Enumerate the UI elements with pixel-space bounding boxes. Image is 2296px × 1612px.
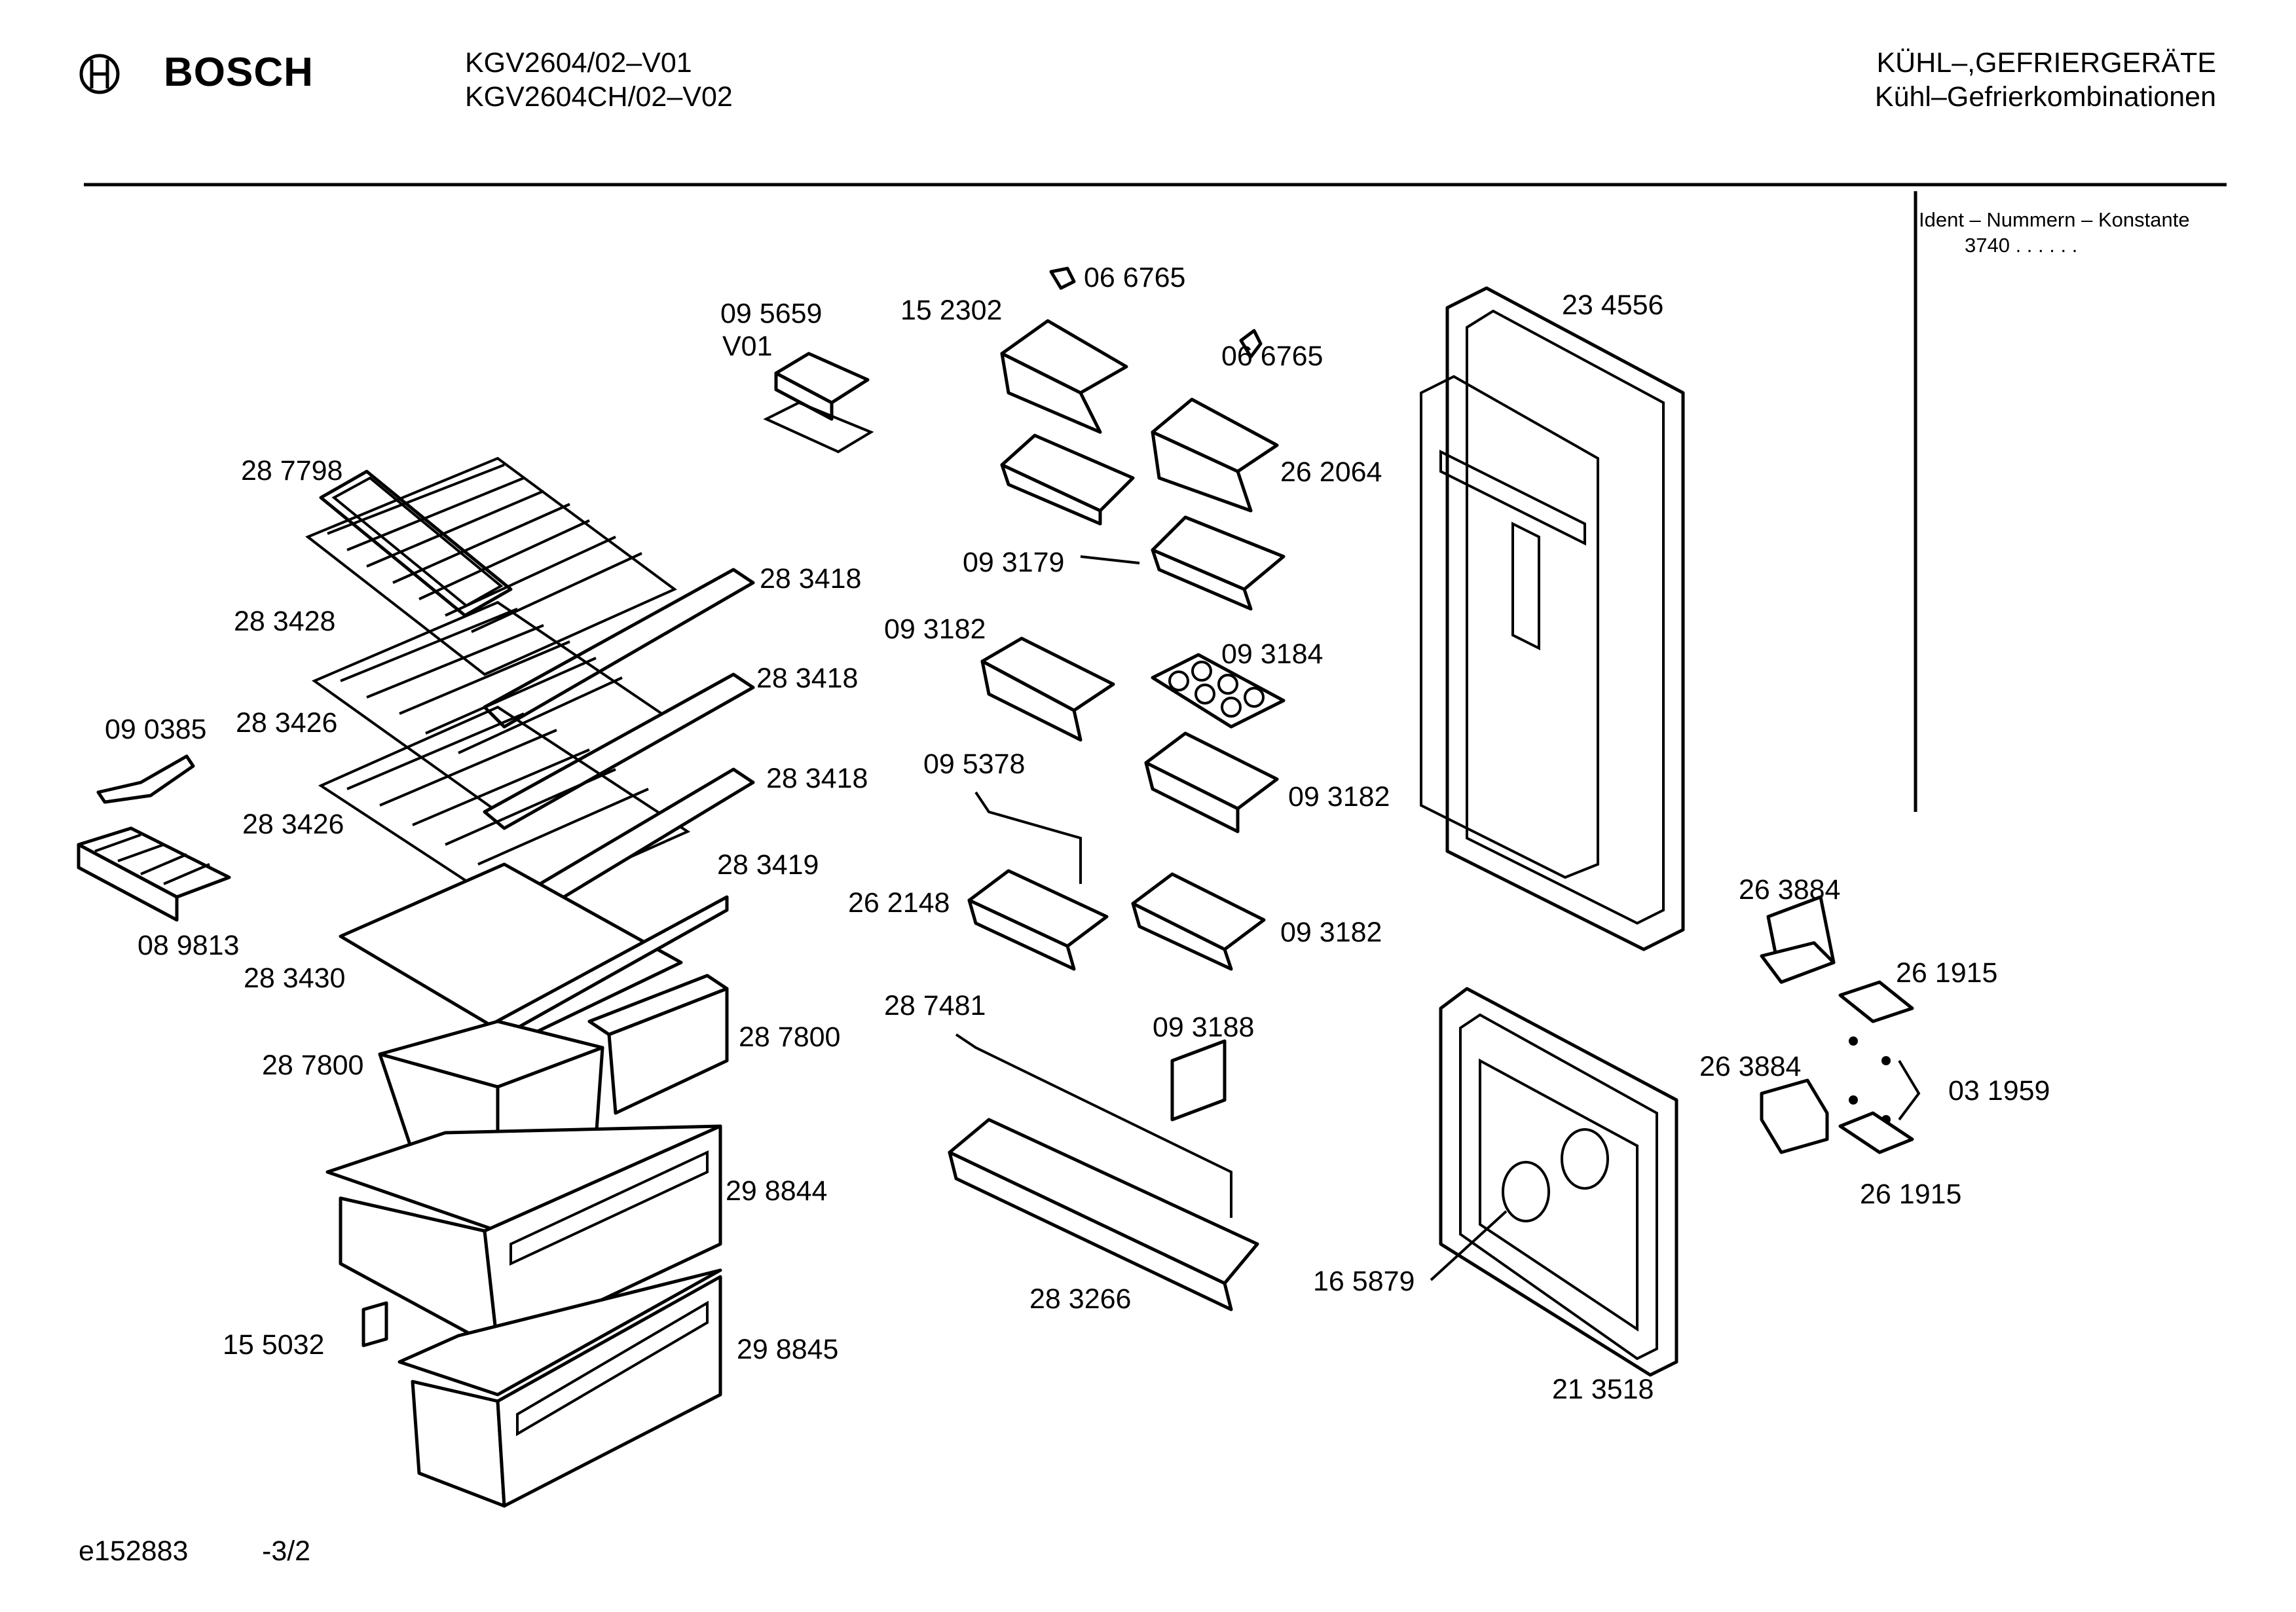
screw-066765-a	[1049, 266, 1076, 290]
ice-scoop-090385	[96, 754, 195, 804]
crisper-287800-right	[587, 974, 729, 1115]
part-label: 09 3182	[1280, 917, 1382, 948]
page-number: -3/2	[262, 1535, 311, 1567]
clip-093188	[1170, 1039, 1227, 1122]
hinge-cover-263884-a	[1760, 895, 1836, 984]
part-label: 28 7800	[262, 1050, 364, 1081]
document-id: e152883	[79, 1535, 189, 1567]
bin-262148	[967, 869, 1109, 971]
part-label: 29 8844	[726, 1175, 828, 1207]
part-label: 26 3884	[1739, 874, 1841, 906]
part-label: 28 3426	[236, 707, 338, 739]
ident-title: Ident – Nummern – Konstante	[1919, 208, 2190, 231]
part-label: 28 3266	[1029, 1283, 1132, 1315]
part-label: 09 3188	[1153, 1012, 1255, 1043]
part-label: 26 1915	[1860, 1179, 1962, 1210]
bin-lid-262064	[1151, 397, 1279, 513]
part-label: 15 2302	[900, 295, 1003, 326]
butter-lid-095659	[763, 352, 874, 454]
screw-066765-b	[1239, 329, 1263, 359]
freezer-door-213518	[1439, 987, 1678, 1377]
part-label: 23 4556	[1562, 289, 1664, 321]
freezer-drawer-298844	[325, 1124, 722, 1351]
clip-155032	[361, 1301, 388, 1347]
part-label: 26 2148	[848, 887, 950, 919]
part-label: V01	[722, 331, 773, 362]
part-label: 09 0385	[105, 714, 207, 745]
part-label: 16 5879	[1313, 1266, 1415, 1297]
wire-shelf-3	[318, 705, 691, 912]
part-label: 28 7481	[884, 990, 986, 1021]
part-label: 09 3184	[1221, 638, 1324, 670]
hinge-261915-a	[1838, 980, 1914, 1023]
part-label: 28 3418	[760, 563, 862, 595]
part-label: 09 5659	[720, 298, 823, 329]
part-label: 06 6765	[1084, 262, 1186, 293]
part-label: 21 3518	[1552, 1374, 1654, 1405]
leader-093179	[1080, 555, 1140, 564]
part-label: 03 1959	[1948, 1075, 2050, 1107]
fridge-door-234556	[1420, 286, 1685, 951]
bin-093179-a	[1000, 433, 1135, 526]
rail-095378	[974, 791, 1082, 884]
bin-lid-152302	[1000, 319, 1128, 434]
part-label: 28 3428	[234, 606, 336, 637]
wire-shelf-1	[305, 456, 677, 676]
part-label: 09 3182	[884, 614, 986, 645]
ice-tray-089813	[77, 826, 231, 922]
part-label: 09 3179	[963, 547, 1065, 578]
part-label: 15 5032	[223, 1329, 325, 1361]
part-label: 28 7800	[739, 1021, 841, 1053]
bin-093182-a	[980, 636, 1115, 742]
bin-093182-b	[1144, 731, 1279, 833]
part-label: 08 9813	[138, 930, 240, 961]
part-label: 28 3418	[756, 663, 859, 694]
hinge-261915-b	[1838, 1111, 1914, 1154]
model-number-1: KGV2604/02–V01	[465, 47, 692, 79]
part-label: 26 3884	[1699, 1051, 1802, 1082]
bin-093182-c	[1131, 872, 1266, 971]
part-label: 28 3419	[717, 849, 819, 881]
rail-287481	[955, 1033, 1232, 1218]
egg-tray-093184	[1151, 653, 1286, 729]
ident-value: 3740 . . . . . .	[1965, 234, 2078, 257]
freezer-drawer-298845	[398, 1268, 722, 1508]
glass-shelf-283430	[339, 862, 683, 1043]
shelf-trim-283418-1	[483, 568, 755, 729]
screws-031959	[1849, 1036, 1921, 1124]
part-label: 09 5378	[923, 748, 1026, 780]
part-label: 06 6765	[1221, 340, 1324, 372]
bosch-logo-icon	[79, 54, 120, 94]
part-label: 09 3182	[1288, 781, 1390, 813]
part-label: 28 3418	[766, 763, 868, 794]
part-label: 26 2064	[1280, 456, 1382, 488]
part-label: 28 3426	[242, 809, 344, 840]
model-number-2: KGV2604CH/02–V02	[465, 81, 733, 113]
brand-name: BOSCH	[164, 50, 314, 95]
hinge-cover-263884-b	[1760, 1078, 1829, 1154]
part-label: 28 3430	[244, 962, 346, 994]
bottle-shelf-283266	[948, 1118, 1259, 1311]
category-subtitle: Kühl–Gefrierkombinationen	[1874, 81, 2216, 113]
part-label: 29 8845	[737, 1334, 839, 1365]
category-title: KÜHL–,GEFRIERGERÄTE	[1876, 47, 2217, 79]
part-label: 28 7798	[241, 455, 343, 486]
leader-165879	[1430, 1210, 1508, 1281]
bin-093179-b	[1151, 515, 1286, 611]
part-label: 26 1915	[1896, 957, 1998, 989]
